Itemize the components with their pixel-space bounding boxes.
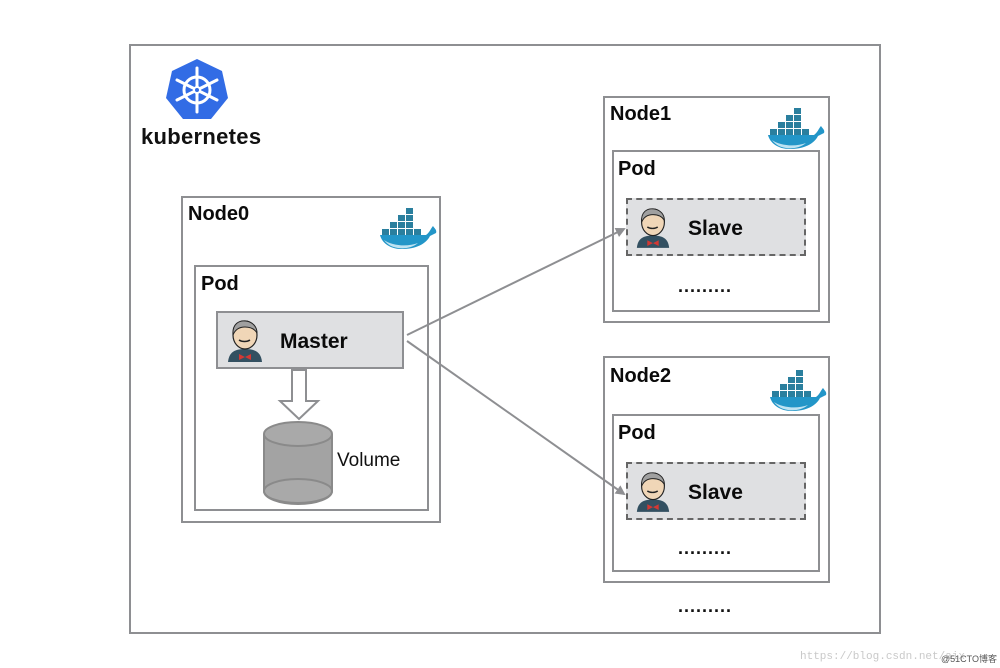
docker-whale-icon: [380, 208, 437, 249]
node2-pod-label: Pod: [618, 422, 656, 444]
node1-more-pods: .........: [678, 276, 733, 296]
jenkins-butler-icon: [636, 472, 670, 512]
node0-pod-label: Pod: [201, 273, 239, 295]
kubernetes-wordmark: kubernetes: [141, 124, 262, 149]
kubernetes-helm-icon: [166, 59, 228, 119]
down-arrow-icon: [277, 369, 321, 421]
more-nodes: .........: [678, 596, 733, 616]
master-label: Master: [280, 330, 348, 353]
edge-master-to-node1: [406, 228, 626, 336]
watermark-url: https://blog.csdn.net/aix: [800, 651, 966, 663]
docker-whale-icon: [768, 108, 825, 149]
node1-slave-label: Slave: [688, 217, 743, 240]
docker-whale-icon: [770, 370, 827, 411]
edge-master-to-node2: [406, 340, 626, 496]
node2-more-pods: .........: [678, 538, 733, 558]
cylinder-volume-icon: [263, 421, 333, 505]
jenkins-butler-icon: [228, 320, 262, 362]
node0-label: Node0: [188, 203, 250, 225]
node1-pod-label: Pod: [618, 158, 656, 180]
node1-label: Node1: [610, 103, 672, 125]
volume-label: Volume: [337, 450, 401, 471]
watermark-site: @51CTO博客: [941, 654, 997, 664]
node2-slave-label: Slave: [688, 481, 743, 504]
node2-label: Node2: [610, 365, 672, 387]
jenkins-butler-icon: [636, 208, 670, 248]
